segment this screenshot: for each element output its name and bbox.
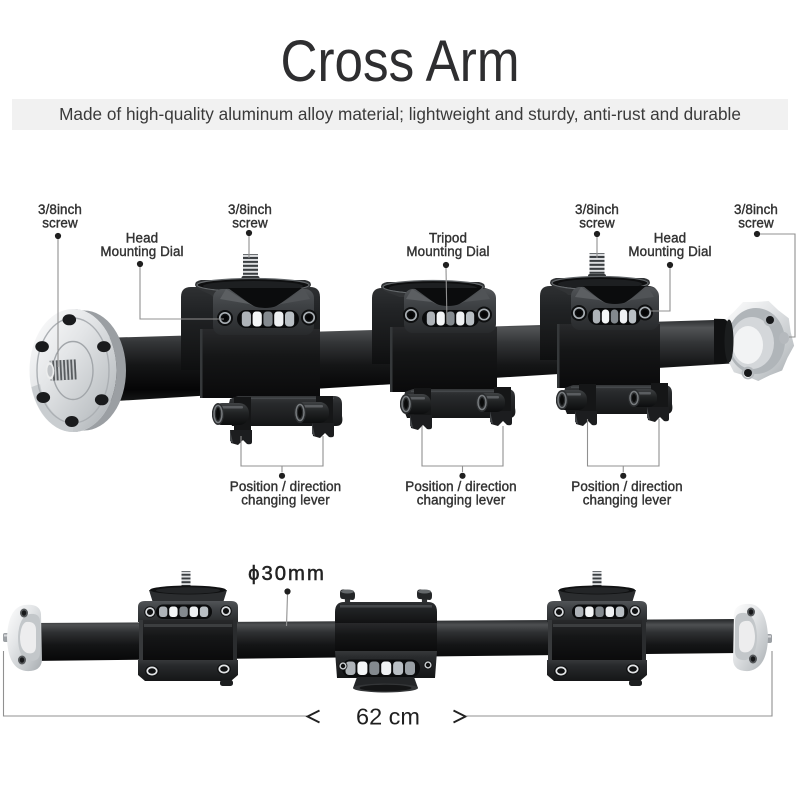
svg-text:62 cm: 62 cm	[356, 704, 420, 730]
svg-text:ϕ30mm: ϕ30mm	[248, 563, 326, 585]
